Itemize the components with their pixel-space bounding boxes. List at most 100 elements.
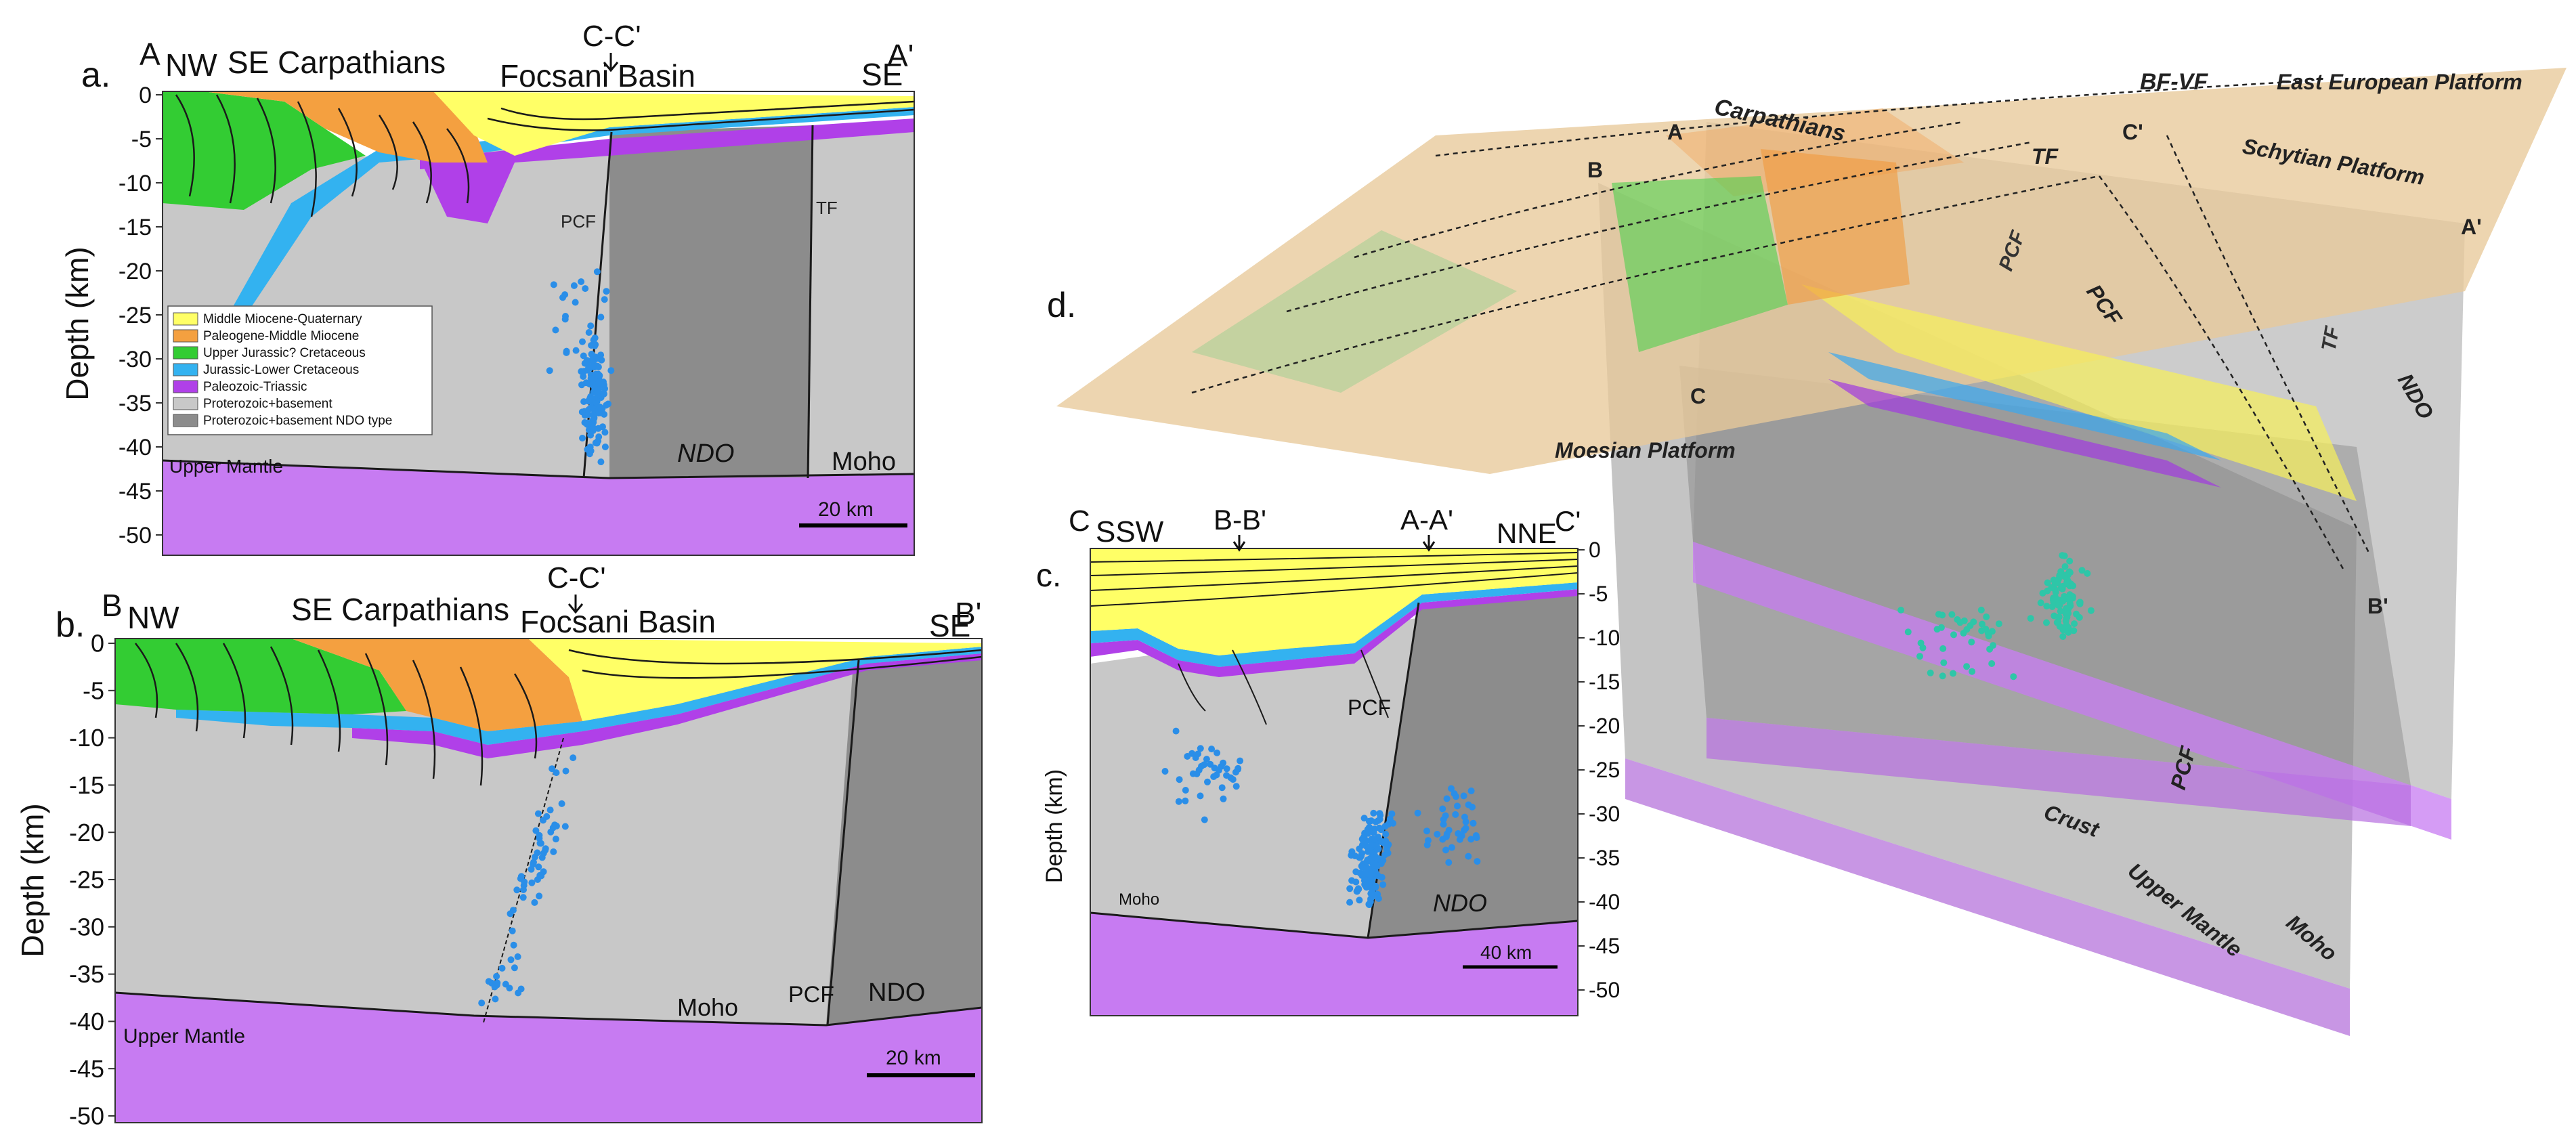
hypocenter [2078, 567, 2086, 574]
hypocenter [589, 363, 597, 370]
y-tick-label: -5 [1589, 582, 1608, 606]
panel-a-moho-line [162, 459, 915, 479]
y-tick-label: -45 [1589, 934, 1620, 958]
hypocenter [1454, 802, 1461, 810]
hypocenter [1379, 881, 1387, 888]
y-tick-label: -20 [119, 259, 152, 284]
hypocenter [1434, 831, 1441, 838]
hypocenter [2066, 569, 2074, 576]
hypocenter [1229, 776, 1237, 783]
panel-a-end-left: A [139, 37, 160, 72]
hypocenter [1358, 850, 1366, 857]
hypocenter [580, 368, 588, 375]
panel-a-ndo-label: NDO [677, 439, 734, 468]
panel-d-yellow-sediment [1801, 284, 2357, 501]
hypocenter [1474, 858, 1481, 865]
hypocenter [2055, 618, 2062, 625]
panel-d-point-b: B [1587, 158, 1603, 182]
hypocenter [1182, 787, 1189, 794]
panel-d-surface-green [1192, 230, 1517, 393]
y-tick-label: -5 [131, 127, 152, 152]
hypocenter [1204, 778, 1211, 785]
panel-b-letter: b. [56, 605, 85, 645]
panel-b-moho-label: Moho [677, 993, 738, 1021]
panel-c-pcf-fault [1367, 602, 1420, 939]
panel-b-dir-left: NW [127, 600, 179, 635]
panel-c-moho-label: Moho [1119, 890, 1159, 909]
panel-b-dir-right: SE [929, 608, 970, 643]
hypocenter [580, 373, 587, 380]
hypocenter [561, 316, 569, 323]
panel-a-legend-box [167, 305, 433, 435]
hypocenter [552, 326, 559, 334]
hypocenter [521, 878, 528, 886]
hypocenter [1382, 830, 1390, 838]
hypocenter [1348, 852, 1355, 859]
hypocenter [550, 281, 557, 288]
panel-a-region: SE Carpathians [228, 45, 446, 80]
hypocenter [1423, 827, 1430, 835]
legend-label: Upper Jurassic? Cretaceous [203, 346, 366, 360]
panel-a-ndo-block [609, 125, 813, 478]
panel-b-ndo-label: NDO [868, 978, 925, 1007]
hypocenter [515, 989, 522, 997]
y-tick-label: -35 [1589, 846, 1620, 870]
hypocenter [1172, 727, 1180, 735]
hypocenter [1990, 642, 1997, 649]
hypocenter [2063, 622, 2070, 629]
hypocenter [2043, 603, 2051, 610]
legend-swatch [173, 414, 198, 427]
hypocenter [1970, 618, 1977, 626]
hypocenter [1979, 620, 1985, 628]
panel-b-frame [114, 638, 983, 1123]
hypocenter [1375, 872, 1382, 880]
hypocenter [550, 848, 557, 855]
hypocenter [553, 769, 560, 777]
hypocenter [1197, 745, 1204, 752]
y-tick-label: -40 [1589, 890, 1620, 914]
hypocenter [1214, 749, 1221, 756]
hypocenter [2066, 557, 2074, 565]
panel-d-surface-orange [1666, 108, 1964, 196]
panel-d-green-thrusts [1612, 176, 1788, 352]
y-tick-label: -10 [1589, 626, 1620, 650]
hypocenter [1362, 864, 1369, 871]
panel-a-moho-label: Moho [832, 448, 896, 476]
hypocenter [1346, 885, 1354, 892]
panel-b-basin: Focsani Basin [520, 604, 716, 639]
panel-c-pcf-label: PCF [1348, 695, 1391, 720]
panel-d-purple-layer [1828, 379, 2221, 488]
hypocenter [1448, 785, 1455, 792]
legend-label: Paleogene-Middle Miocene [203, 329, 359, 343]
y-tick-label: -25 [119, 303, 152, 328]
hypocenter [561, 823, 569, 830]
panel-a-tf-fault [807, 125, 814, 479]
panel-a-upper-mantle [163, 460, 914, 555]
y-tick-label: -50 [69, 1102, 104, 1130]
hypocenter [513, 886, 521, 894]
hypocenter [535, 863, 542, 871]
panel-a-letter: a. [81, 56, 110, 95]
hypocenter [563, 349, 570, 356]
hypocenter [534, 810, 542, 817]
panel-b-paleogene [291, 639, 582, 731]
panel-b-pcf-label: PCF [788, 982, 834, 1008]
panel-a-seismicity [546, 268, 615, 466]
hypocenter [510, 941, 517, 949]
panel-c-ndo-label: NDO [1433, 889, 1487, 917]
hypocenter [2061, 563, 2069, 570]
hypocenter [538, 854, 546, 861]
hypocenter [1423, 841, 1431, 848]
hypocenter [1940, 659, 1948, 666]
hypocenter [1198, 762, 1205, 770]
y-tick-label: -45 [69, 1055, 104, 1083]
hypocenter [582, 285, 589, 293]
hypocenter [1375, 855, 1383, 863]
panel-d-point-c-prime: C' [2122, 120, 2143, 144]
panel-c-seismicity [1161, 727, 1481, 909]
hypocenter [558, 800, 565, 807]
hypocenter [592, 341, 599, 348]
hypocenter [498, 964, 506, 972]
hypocenter [562, 767, 570, 775]
hypocenter [488, 979, 495, 987]
